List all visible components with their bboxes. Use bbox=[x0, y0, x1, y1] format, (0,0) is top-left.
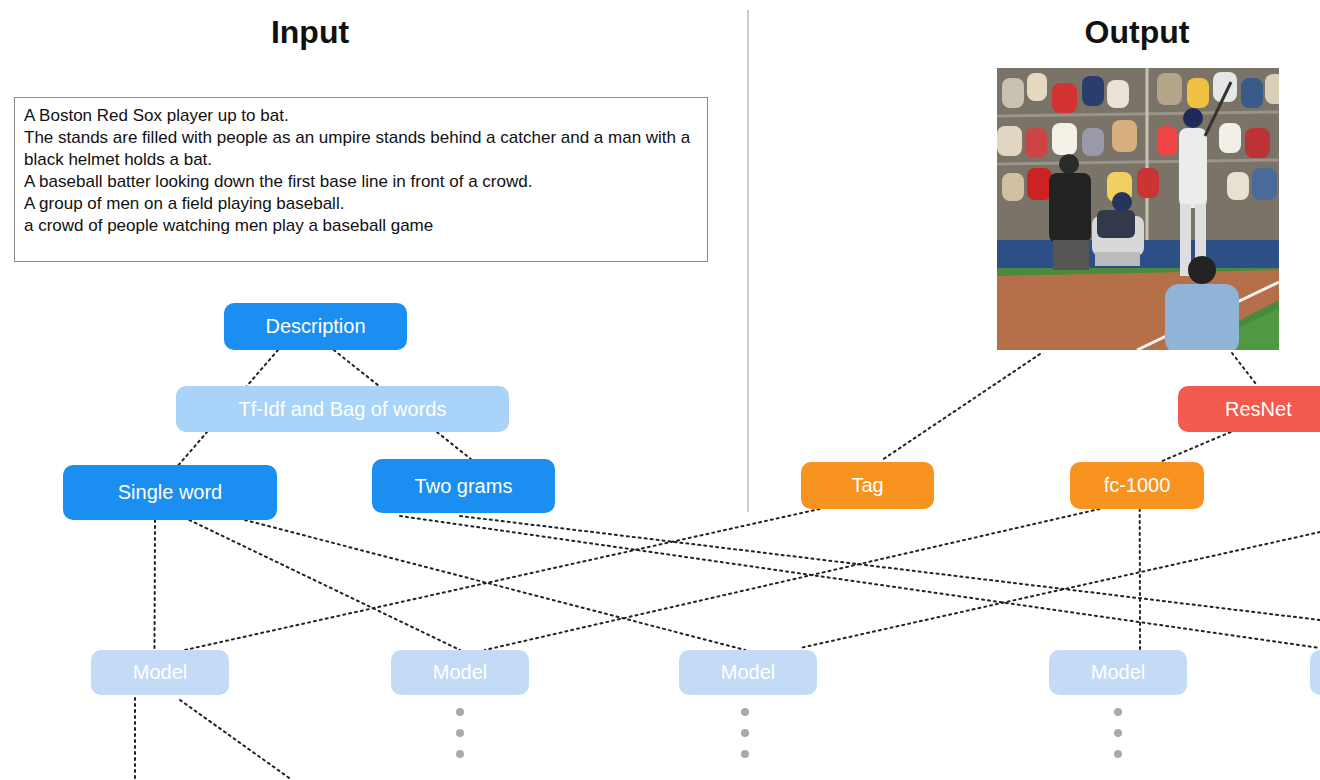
box-label: Model bbox=[133, 661, 187, 684]
ellipsis-dots bbox=[741, 729, 749, 737]
box-label: Tf-Idf and Bag of words bbox=[239, 398, 447, 421]
photo bbox=[997, 112, 1279, 116]
leader-line bbox=[135, 353, 1320, 780]
ellipsis-dots bbox=[456, 708, 1122, 758]
photo bbox=[1027, 73, 1047, 101]
feature-box: Two grams bbox=[372, 459, 555, 513]
photo bbox=[1241, 78, 1263, 108]
dotted-connector bbox=[153, 520, 156, 650]
photo bbox=[1183, 108, 1203, 128]
photo bbox=[1059, 154, 1079, 174]
method-box: Tf-Idf and Bag of words bbox=[176, 386, 509, 432]
dotted-connector bbox=[1160, 432, 1231, 462]
photo bbox=[1187, 78, 1209, 108]
photo bbox=[1002, 78, 1024, 108]
ellipsis-dots bbox=[741, 750, 749, 758]
caption-line: A baseball batter looking down the first… bbox=[24, 171, 698, 193]
photo bbox=[1179, 128, 1207, 208]
box-label: ResNet bbox=[1225, 398, 1292, 421]
box-label: Single word bbox=[118, 481, 223, 504]
photo bbox=[1112, 120, 1137, 152]
ellipsis-dots bbox=[1114, 729, 1122, 737]
caption-line: A group of men on a field playing baseba… bbox=[24, 193, 698, 215]
photo bbox=[997, 68, 1279, 350]
dotted-connector bbox=[189, 520, 460, 650]
leader-line bbox=[1232, 353, 1256, 384]
divider-line bbox=[747, 10, 749, 512]
photo bbox=[1052, 83, 1077, 113]
photo bbox=[1107, 80, 1129, 108]
photo bbox=[1097, 210, 1135, 238]
box-label: Description bbox=[265, 315, 365, 338]
section-heading: Output bbox=[1085, 14, 1190, 51]
photo bbox=[1112, 192, 1132, 212]
box-label: Model bbox=[1091, 661, 1145, 684]
photo bbox=[1082, 76, 1104, 106]
ellipsis-dots bbox=[741, 708, 749, 716]
feature-box: fc-1000 bbox=[1070, 462, 1204, 509]
photo bbox=[1245, 128, 1270, 158]
photo bbox=[1053, 240, 1089, 270]
network-box: ResNet bbox=[1178, 386, 1320, 432]
feature-box: Single word bbox=[63, 465, 277, 520]
photo bbox=[997, 126, 1022, 156]
leader-line bbox=[460, 516, 1320, 620]
caption-line: A Boston Red Sox player up to bat. bbox=[24, 105, 698, 127]
dotted-connector bbox=[1139, 509, 1141, 650]
model-box: Model bbox=[679, 650, 817, 695]
photo bbox=[1157, 126, 1177, 156]
photo bbox=[1049, 173, 1091, 243]
photo bbox=[1205, 82, 1231, 136]
leader-line bbox=[800, 532, 1320, 648]
photo bbox=[997, 68, 1285, 354]
photo bbox=[1137, 168, 1159, 198]
leader-line bbox=[180, 700, 292, 780]
photo bbox=[1027, 168, 1052, 200]
photo bbox=[1002, 173, 1024, 201]
section-heading: Input bbox=[271, 14, 349, 51]
ellipsis-dots bbox=[456, 750, 464, 758]
photo bbox=[1025, 128, 1047, 158]
photo bbox=[1052, 123, 1077, 155]
ellipsis-dots bbox=[1114, 750, 1122, 758]
dotted-connector bbox=[245, 520, 745, 650]
box-label: Two grams bbox=[415, 475, 513, 498]
box-label: Tag bbox=[851, 474, 883, 497]
photo bbox=[1146, 68, 1149, 243]
model-box: Model bbox=[1049, 650, 1187, 695]
box-label: Model bbox=[433, 661, 487, 684]
box-label: fc-1000 bbox=[1104, 474, 1171, 497]
photo bbox=[1265, 74, 1279, 104]
caption-box: A Boston Red Sox player up to bat.The st… bbox=[14, 97, 708, 262]
caption-line: a crowd of people watching men play a ba… bbox=[24, 215, 698, 237]
photo bbox=[1219, 123, 1241, 153]
leader-line bbox=[134, 698, 136, 780]
ellipsis-dots bbox=[456, 708, 464, 716]
leader-line bbox=[400, 516, 1320, 648]
ellipsis-dots bbox=[1114, 708, 1122, 716]
photo bbox=[1227, 172, 1249, 200]
photo bbox=[1082, 128, 1104, 156]
feature-box: Tag bbox=[801, 462, 934, 509]
box-label: Model bbox=[721, 661, 775, 684]
partial-model-box bbox=[1310, 650, 1320, 695]
photo bbox=[1095, 252, 1140, 266]
feature-box: Description bbox=[224, 303, 407, 350]
model-box: Model bbox=[391, 650, 529, 695]
photo bbox=[1165, 284, 1239, 350]
photo bbox=[1252, 168, 1277, 200]
dotted-connector bbox=[185, 509, 820, 650]
dotted-connector bbox=[485, 509, 1100, 650]
model-box: Model bbox=[91, 650, 229, 695]
photo bbox=[1157, 73, 1182, 105]
ellipsis-dots bbox=[456, 729, 464, 737]
photo bbox=[1188, 256, 1216, 284]
photo bbox=[997, 160, 1279, 164]
leader-line bbox=[882, 354, 1040, 460]
caption-line: The stands are filled with people as an … bbox=[24, 127, 698, 171]
